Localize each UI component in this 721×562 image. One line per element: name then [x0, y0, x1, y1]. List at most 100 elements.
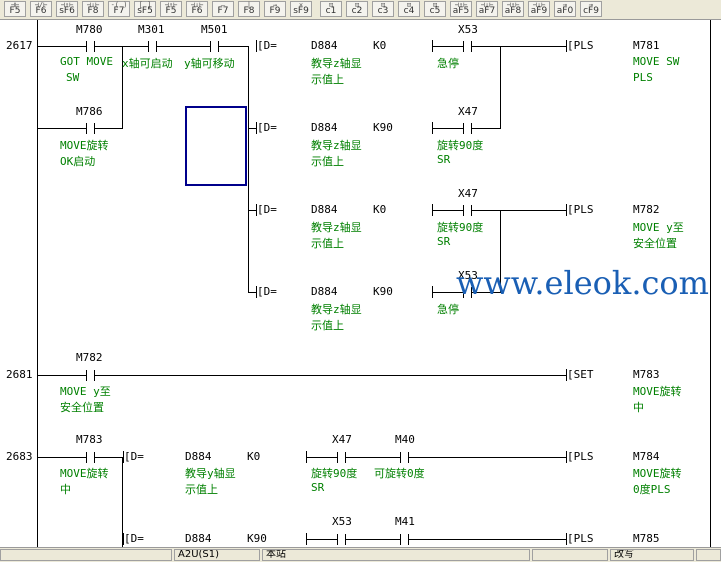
toolbar-button-af8[interactable]: ⊣↑⊢aF8 — [502, 1, 524, 17]
toolbar-button-f7[interactable]: -( )F7 — [108, 1, 130, 17]
compare-source: D884 — [185, 450, 212, 463]
ladder-symbol-icon: ⊣↓⊢ — [86, 1, 100, 9]
ladder-symbol-icon: ⊣↓⊢ — [532, 1, 546, 9]
toolbar-button-af5[interactable]: ⊣↑⊢aF5 — [450, 1, 472, 17]
device-comment: 可旋转0度 — [374, 467, 425, 480]
device-comment: y轴可移动 — [184, 57, 235, 70]
ladder-symbol-icon: ⊡ — [354, 1, 360, 9]
toolbar-button-c3[interactable]: ⊡c3 — [372, 1, 394, 17]
device-comment: 教导z轴显 — [311, 303, 362, 316]
function-key-label: F8 — [87, 6, 99, 16]
device-comment: SR — [437, 153, 451, 166]
ladder-editor[interactable]: 2617 2681 2683 M780 M301 M501 GOT MOVE S… — [0, 20, 721, 547]
ladder-symbol-icon: -( ) — [110, 1, 128, 9]
toolbar-button-f5[interactable]: ⊣⊢F5 — [4, 1, 26, 17]
device-comment: OK启动 — [60, 155, 96, 168]
toolbar-button-f5[interactable]: ⊣↑⊢F5 — [160, 1, 182, 17]
compare-constant: K90 — [373, 285, 393, 298]
contact-label: M301 — [138, 23, 165, 36]
compare-op: [D= — [257, 203, 277, 216]
toolbar-button-f8[interactable]: |F8 — [238, 1, 260, 17]
coil-instruction: [PLS — [567, 532, 594, 545]
device-comment: 教导z轴显 — [311, 139, 362, 152]
device-comment: SR — [437, 235, 451, 248]
compare-op: [D= — [257, 39, 277, 52]
compare-constant: K0 — [373, 203, 387, 216]
function-key-toolbar: ⊣⊢F5⊣/⊢F6⊣↑⊢sF6⊣↓⊢F8-( )F7[ ]sF5⊣↑⊢F5⊣↓⊢… — [0, 0, 721, 20]
device-comment: 教导z轴显 — [311, 57, 362, 70]
toolbar-button-f7[interactable]: —F7 — [212, 1, 234, 17]
device-comment: 示值上 — [311, 73, 344, 86]
coil-device: M781 — [633, 39, 660, 52]
function-key-label: aF7 — [478, 6, 496, 16]
function-key-label: sF6 — [59, 6, 75, 16]
ladder-symbol-icon: ⊡ — [380, 1, 386, 9]
ladder-symbol-icon: ⊣↑⊢ — [454, 1, 468, 9]
toolbar-button-f6[interactable]: ⊣/⊢F6 — [30, 1, 52, 17]
device-comment: x轴可启动 — [122, 57, 173, 70]
toolbar-button-cf9[interactable]: ⊸cF9 — [580, 1, 602, 17]
coil-instruction: [PLS — [567, 203, 594, 216]
status-bar: A2U(S1) 本站 改写 — [0, 547, 721, 562]
device-comment: MOVE y至 — [633, 221, 684, 234]
contact-label: M780 — [76, 23, 103, 36]
device-comment: MOVE旋转 — [60, 139, 109, 152]
rung-number: 2617 — [6, 39, 33, 52]
toolbar-button-f8[interactable]: ⊣↓⊢F8 — [82, 1, 104, 17]
compare-constant: K90 — [247, 532, 267, 545]
coil-device: M785 — [633, 532, 660, 545]
ladder-symbol-icon: ⊣↑⊢ — [60, 1, 74, 9]
toolbar-button-sf6[interactable]: ⊣↑⊢sF6 — [56, 1, 78, 17]
device-comment: 示值上 — [311, 155, 344, 168]
toolbar-button-sf5[interactable]: [ ]sF5 — [134, 1, 156, 17]
edit-mode: 改写 — [610, 549, 694, 561]
contact-label: M501 — [201, 23, 228, 36]
toolbar-button-f9[interactable]: →F9 — [264, 1, 286, 17]
ladder-symbol-icon: ⊣⊢ — [10, 1, 20, 9]
compare-op: [D= — [124, 532, 144, 545]
watermark: www.eleok.com — [456, 264, 710, 302]
contact-label: X47 — [458, 105, 478, 118]
rung-number: 2683 — [6, 450, 33, 463]
ladder-symbol-icon: → — [272, 1, 278, 9]
compare-source: D884 — [311, 285, 338, 298]
function-key-label: c5 — [429, 6, 441, 16]
ladder-symbol-icon: ⊣/⊢ — [34, 1, 48, 9]
device-comment: PLS — [633, 71, 653, 84]
toolbar-button-af0[interactable]: ⊸aF0 — [554, 1, 576, 17]
toolbar-button-c4[interactable]: ⊡c4 — [398, 1, 420, 17]
contact-label: M41 — [395, 515, 415, 528]
ladder-symbol-icon: ⊸ — [562, 1, 568, 9]
function-key-label: aF0 — [556, 6, 574, 16]
toolbar-button-f6[interactable]: ⊣↓⊢F6 — [186, 1, 208, 17]
toolbar-button-af7[interactable]: ⊣↓⊢aF7 — [476, 1, 498, 17]
device-comment: MOVE SW — [633, 55, 680, 68]
edit-cursor[interactable] — [185, 106, 247, 186]
function-key-label: sF9 — [293, 6, 309, 16]
toolbar-button-c2[interactable]: ⊡c2 — [346, 1, 368, 17]
ladder-wires — [37, 20, 711, 547]
toolbar-button-c1[interactable]: ⊡c1 — [320, 1, 342, 17]
function-key-label: c4 — [403, 6, 415, 16]
coil-device: M783 — [633, 368, 660, 381]
function-key-label: c1 — [325, 6, 337, 16]
coil-instruction: [PLS — [567, 450, 594, 463]
device-comment: MOVE旋转 — [633, 467, 682, 480]
station: 本站 — [262, 549, 530, 561]
toolbar-button-af9[interactable]: ⊣↓⊢aF9 — [528, 1, 550, 17]
function-key-label: F5 — [9, 6, 21, 16]
contact-label: M40 — [395, 433, 415, 446]
toolbar-button-sf9[interactable]: ×sF9 — [290, 1, 312, 17]
device-comment: 安全位置 — [60, 401, 104, 414]
toolbar-button-c5[interactable]: ⊡c5 — [424, 1, 446, 17]
coil-device: M784 — [633, 450, 660, 463]
device-comment: 旋转90度 — [311, 467, 358, 480]
device-comment: 安全位置 — [633, 237, 677, 250]
function-key-label: F6 — [191, 6, 203, 16]
rung-number: 2681 — [6, 368, 33, 381]
function-key-label: aF8 — [504, 6, 522, 16]
device-comment: MOVE旋转 — [60, 467, 109, 480]
status-cell-empty — [696, 549, 721, 561]
function-key-label: sF5 — [137, 6, 153, 16]
ladder-symbol-icon: ⊡ — [328, 1, 334, 9]
